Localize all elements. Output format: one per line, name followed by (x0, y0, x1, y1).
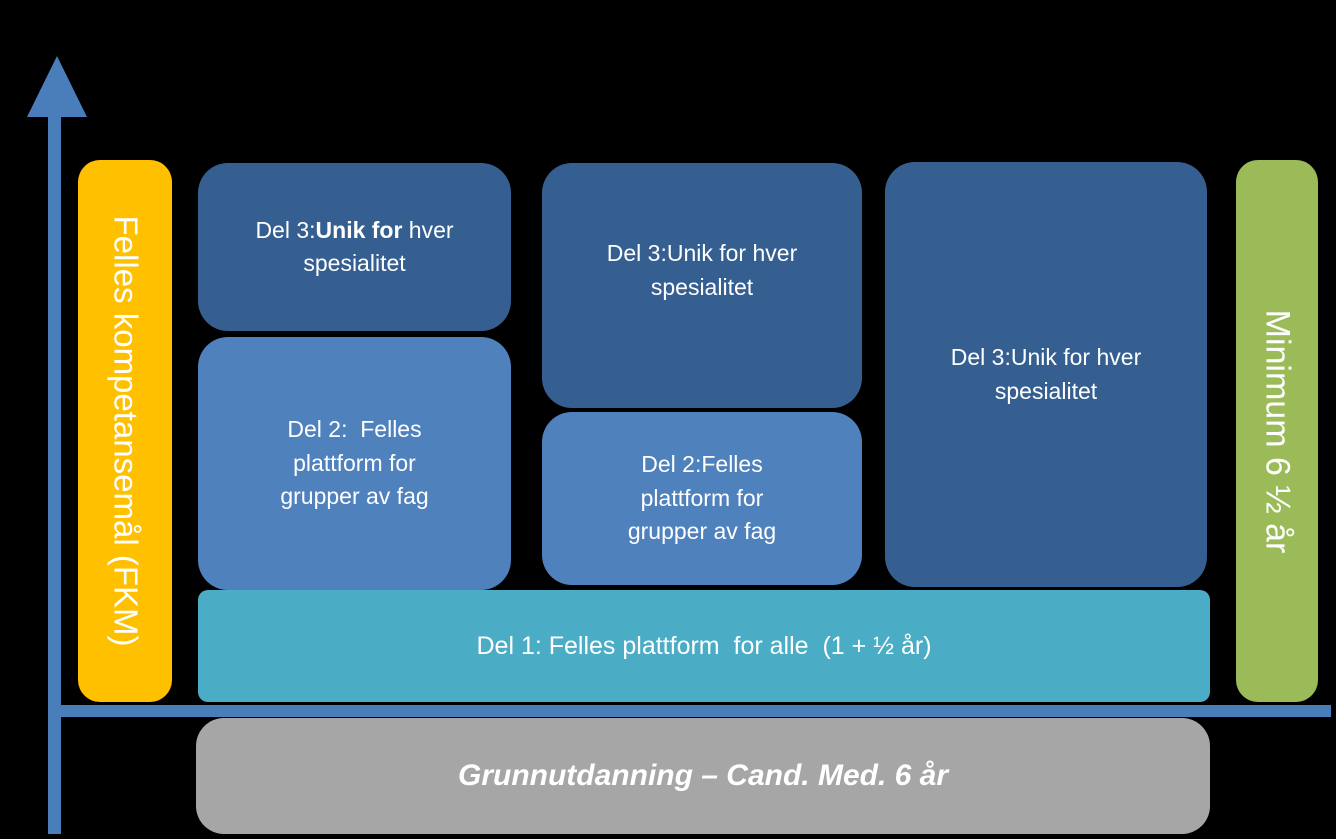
col2-del3-box: Del 3:Unik for hver spesialitet (542, 163, 862, 408)
foundation-bar: Grunnutdanning – Cand. Med. 6 år (196, 718, 1210, 834)
minimum-bar-label: Minimum 6 ½ år (1258, 309, 1297, 553)
col3-del3-label: Del 3:Unik for hver spesialitet (950, 344, 1142, 404)
col1-del2-box: Del 2: Felles plattform for grupper av f… (198, 337, 511, 590)
col1-del3-label-prefix: Del 3: (255, 216, 316, 243)
col1-del3-box: Del 3:Unik for hver spesialitet (198, 163, 511, 331)
col2-del3-label: Del 3:Unik for hver spesialitet (606, 240, 798, 300)
minimum-bar: Minimum 6 ½ år (1236, 160, 1318, 702)
del1-bar-label: Del 1: Felles plattform for alle (1 + ½ … (476, 631, 932, 660)
y-axis-line (48, 100, 61, 834)
x-axis-line (48, 705, 1331, 717)
col2-del2-box: Del 2:Felles plattform for grupper av fa… (542, 412, 862, 585)
del1-bar: Del 1: Felles plattform for alle (1 + ½ … (198, 590, 1210, 702)
col1-del3-label-bold: Unik for (315, 216, 403, 243)
fkm-bar: Felles kompetansemål (FKM) (78, 160, 172, 702)
fkm-bar-label: Felles kompetansemål (FKM) (107, 215, 145, 647)
col2-del2-label: Del 2:Felles plattform for grupper av fa… (627, 451, 777, 545)
col1-del3-label-suffix: hver spesialitet (303, 216, 454, 276)
col3-del3-box: Del 3:Unik for hver spesialitet (885, 162, 1207, 587)
col1-del3-label: Del 3:Unik for hver spesialitet (255, 214, 453, 281)
foundation-bar-label: Grunnutdanning – Cand. Med. 6 år (457, 759, 949, 793)
col1-del2-label: Del 2: Felles plattform for grupper av f… (280, 416, 429, 510)
